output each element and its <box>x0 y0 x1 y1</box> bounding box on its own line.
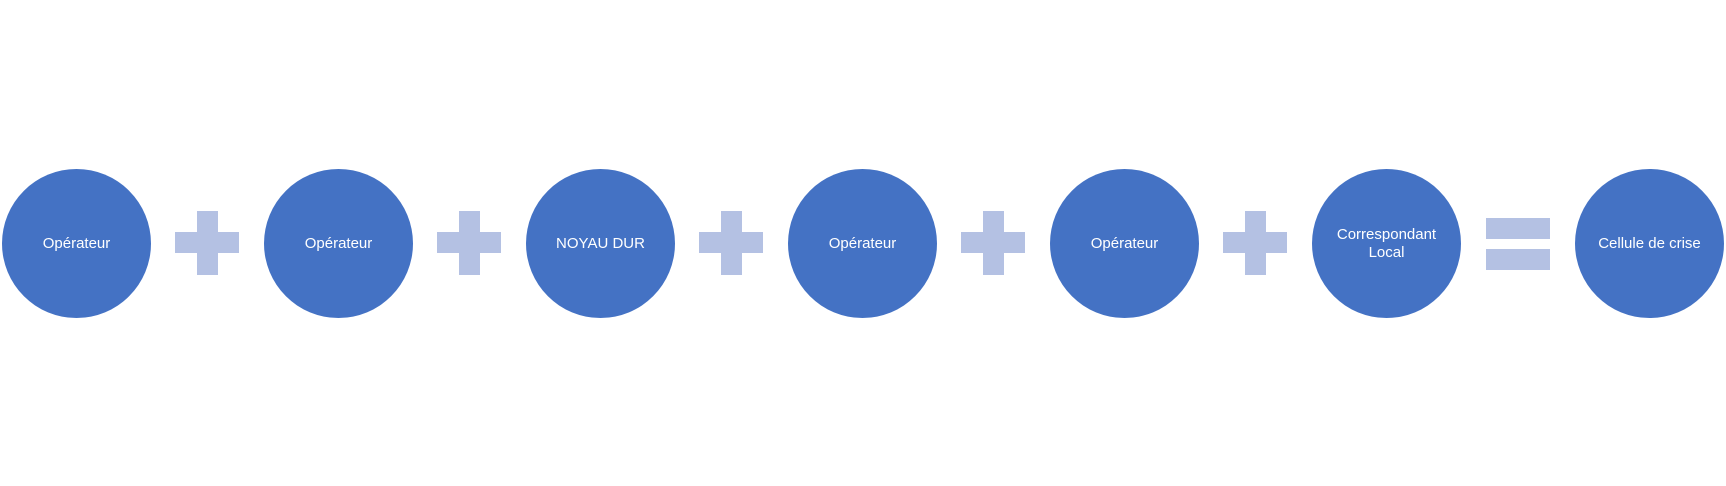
plus-icon <box>1223 211 1287 275</box>
node-noyau-dur: NOYAU DUR <box>526 169 675 318</box>
node-label: Opérateur <box>304 234 373 252</box>
node-operateur-4: Opérateur <box>1050 169 1199 318</box>
plus-icon <box>699 211 763 275</box>
node-correspondant-local: Correspondant Local <box>1312 169 1461 318</box>
node-label: Correspondant Local <box>1336 225 1437 261</box>
plus-icon <box>175 211 239 275</box>
node-label: Opérateur <box>828 234 897 252</box>
node-operateur-2: Opérateur <box>264 169 413 318</box>
plus-icon <box>437 211 501 275</box>
node-label: Opérateur <box>42 234 111 252</box>
node-label: Opérateur <box>1090 234 1159 252</box>
plus-icon <box>961 211 1025 275</box>
node-operateur-1: Opérateur <box>2 169 151 318</box>
node-label: NOYAU DUR <box>556 234 645 252</box>
equals-icon <box>1486 218 1550 282</box>
node-operateur-3: Opérateur <box>788 169 937 318</box>
node-cellule-de-crise: Cellule de crise <box>1575 169 1724 318</box>
node-label: Cellule de crise <box>1598 234 1701 252</box>
